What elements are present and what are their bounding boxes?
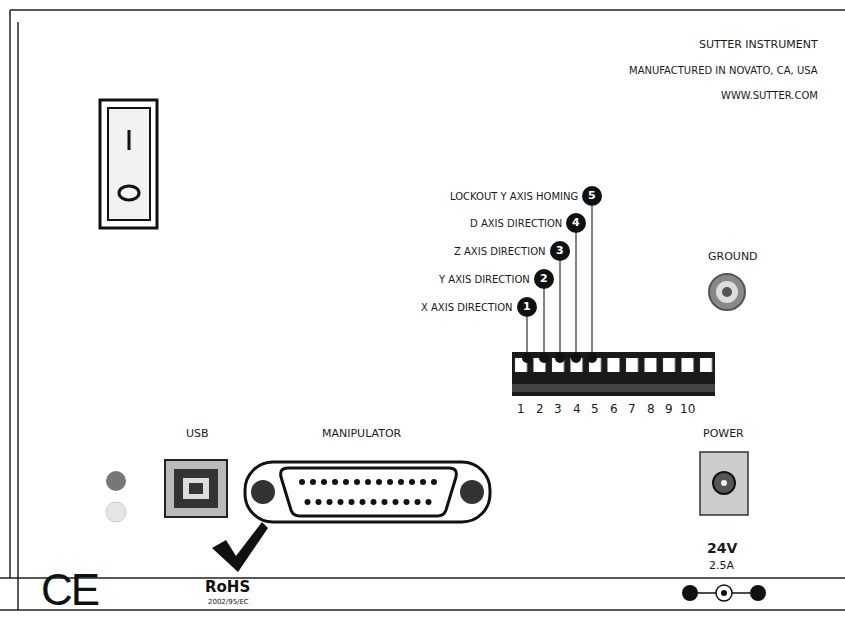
callout-number: 4 (572, 217, 580, 229)
callout-number: 3 (556, 245, 564, 257)
callout-number: 5 (588, 190, 596, 202)
switch-number: 3 (554, 403, 562, 416)
connector-pin (415, 499, 421, 505)
switch-number: 9 (665, 403, 673, 416)
led (106, 471, 126, 491)
dip-switch (512, 352, 715, 396)
switch-number: 8 (647, 403, 655, 416)
housing-outline (0, 10, 845, 610)
connector-pin (365, 479, 371, 485)
connector-pin (354, 479, 360, 485)
power-jack (700, 452, 748, 515)
callout-number: 2 (540, 273, 548, 285)
switch-number: 2 (536, 403, 544, 416)
switch-number: 6 (610, 403, 618, 416)
connector-pin (305, 499, 311, 505)
connector-pin (299, 479, 305, 485)
connector-pin (431, 479, 437, 485)
led (106, 502, 126, 522)
switch-function: LOCKOUT Y AXIS HOMING (450, 191, 578, 202)
connector-pin (316, 499, 322, 505)
connector-pin (338, 499, 344, 505)
switch-number: 10 (680, 403, 695, 416)
manipulator-connector (245, 462, 490, 522)
connector-pin (321, 479, 327, 485)
rohs-mark: RoHS (205, 579, 250, 596)
rohs-directive: 2002/95/EC (208, 599, 249, 607)
switch-number: 7 (628, 403, 636, 416)
connector-pin (327, 499, 333, 505)
switch-function: Y AXIS DIRECTION (439, 274, 530, 285)
connector-pin (371, 499, 377, 505)
maker-address: MANUFACTURED IN NOVATO, CA, USA (629, 65, 818, 76)
port-label: GROUND (708, 251, 758, 263)
switch-function: D AXIS DIRECTION (470, 218, 562, 229)
switch-function: Z AXIS DIRECTION (454, 246, 546, 257)
polarity-symbol (682, 585, 766, 601)
maker-name: SUTTER INSTRUMENT (699, 39, 818, 51)
port-label: USB (186, 428, 209, 440)
connector-pin (426, 499, 432, 505)
connector-pin (349, 499, 355, 505)
ground-post (709, 274, 745, 310)
switch-function: X AXIS DIRECTION (421, 302, 513, 313)
callout-number: 1 (523, 301, 531, 313)
port-label: POWER (703, 428, 744, 440)
usb-port (165, 460, 227, 517)
power-rating: 24V (707, 541, 737, 556)
connector-pin (387, 479, 393, 485)
port-label: MANIPULATOR (322, 428, 401, 440)
connector-pin (409, 479, 415, 485)
connector-pin (420, 479, 426, 485)
power-switch (100, 100, 157, 228)
connector-pin (343, 479, 349, 485)
connector-pin (360, 499, 366, 505)
connector-pin (398, 479, 404, 485)
power-rating: 2.5A (709, 560, 734, 572)
ce-mark: CE (41, 566, 98, 614)
connector-pin (376, 479, 382, 485)
connector-pin (393, 499, 399, 505)
connector-pin (404, 499, 410, 505)
switch-number: 5 (591, 403, 599, 416)
connector-pin (382, 499, 388, 505)
switch-number: 4 (573, 403, 581, 416)
rohs-check (212, 522, 268, 572)
switch-number: 1 (517, 403, 525, 416)
maker-website: WWW.SUTTER.COM (721, 90, 818, 101)
connector-pin (310, 479, 316, 485)
connector-pin (332, 479, 338, 485)
